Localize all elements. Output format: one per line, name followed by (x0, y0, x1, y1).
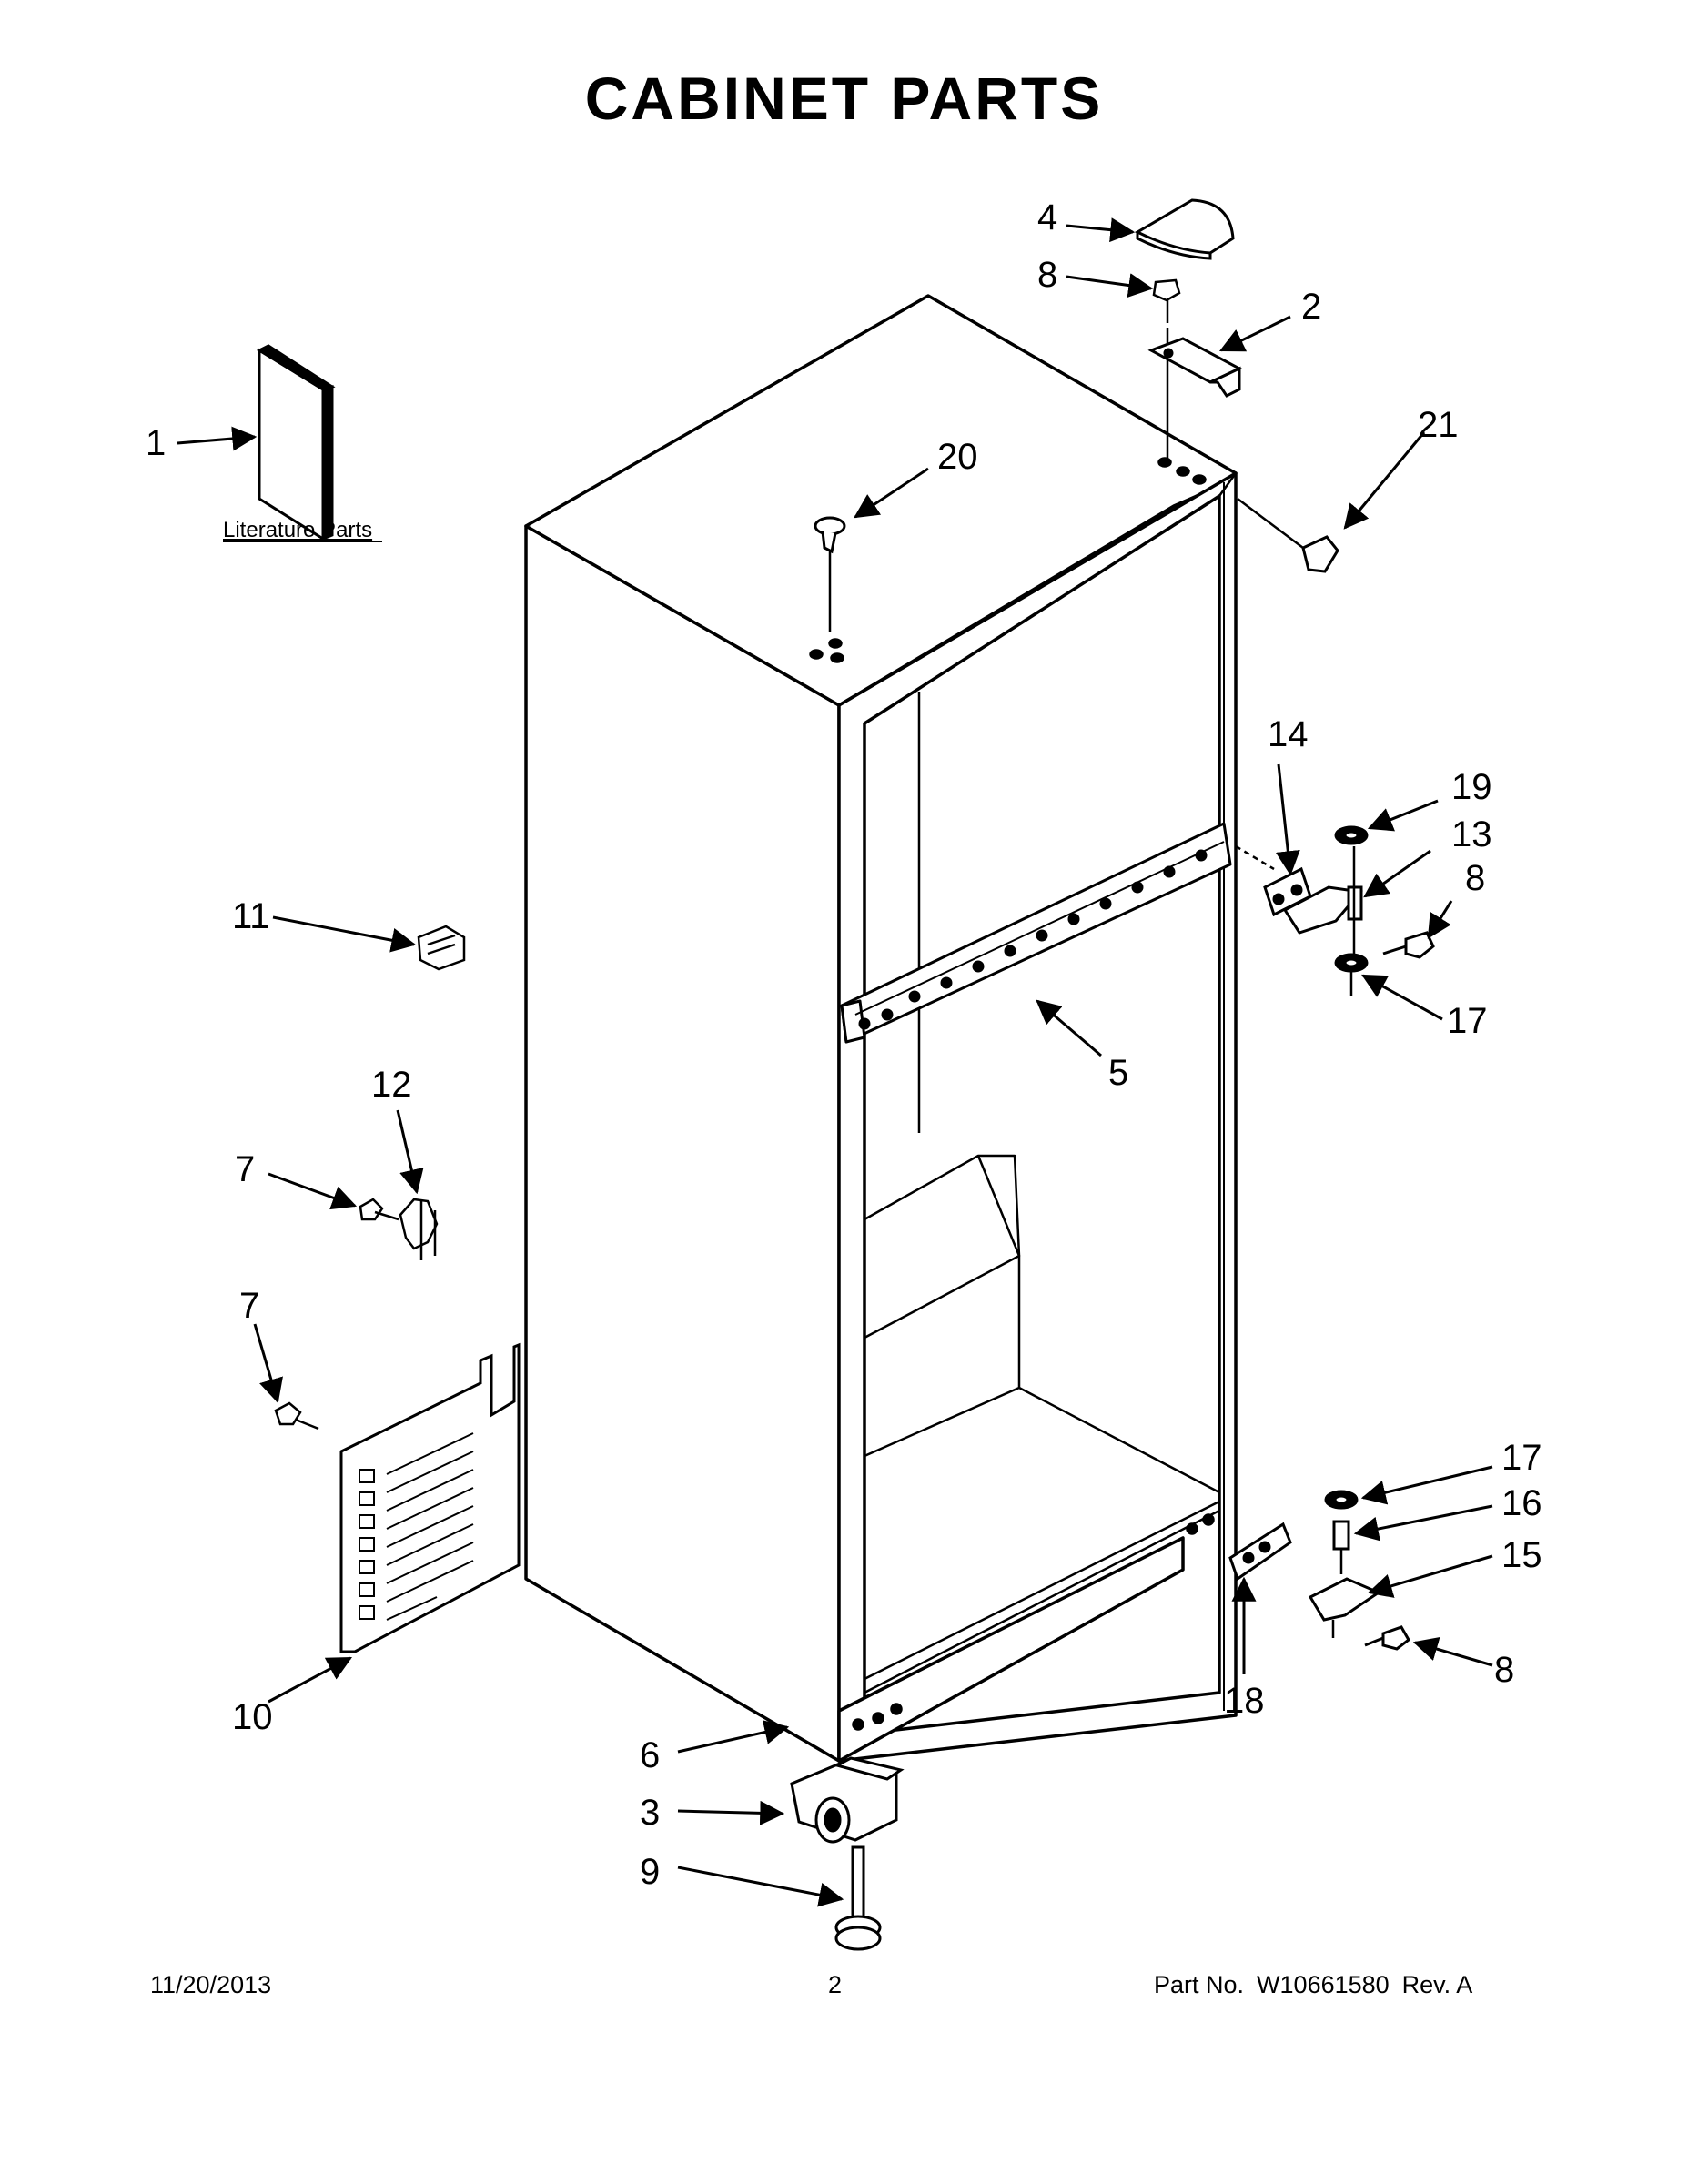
callout-8-bottom: 8 (1494, 1650, 1514, 1690)
callout-7-upper: 7 (235, 1149, 255, 1189)
rear-grille-part (339, 1342, 521, 1653)
callout-12: 12 (371, 1065, 412, 1105)
callout-15: 15 (1501, 1535, 1542, 1575)
callout-17-middle: 17 (1447, 1001, 1488, 1041)
literature-part (256, 344, 336, 541)
callout-3: 3 (640, 1793, 660, 1833)
screw-part-upper (359, 1198, 399, 1221)
roller-assembly-part (790, 1756, 905, 1844)
callout-5: 5 (1108, 1053, 1128, 1093)
clip-part (417, 925, 466, 971)
callout-14: 14 (1268, 714, 1309, 754)
page-title: CABINET PARTS (584, 65, 1104, 132)
callout-numbers: 1 2 3 4 5 6 7 7 8 8 8 9 10 11 12 13 14 1… (146, 197, 1542, 1892)
grille-clip-part (399, 1198, 439, 1260)
literature-parts-label: Literature Parts (223, 518, 372, 542)
callout-9: 9 (640, 1852, 660, 1892)
callout-1: 1 (146, 423, 166, 463)
callout-17-bottom: 17 (1501, 1438, 1542, 1478)
footer-date: 11/20/2013 (150, 1971, 272, 1998)
top-hinge-screw-part (1152, 278, 1181, 464)
callout-16: 16 (1501, 1483, 1542, 1523)
callout-18: 18 (1224, 1681, 1265, 1721)
middle-hinge-group (1235, 825, 1435, 996)
callout-11: 11 (232, 896, 270, 936)
screw-part-lower (274, 1401, 319, 1431)
bottom-hinge-group (1228, 1490, 1410, 1651)
callout-2: 2 (1301, 287, 1321, 327)
divider-mullion-part (840, 822, 1232, 1044)
footer-part-number: Part No. W10661580 Rev. A (1154, 1971, 1485, 1999)
callout-4: 4 (1037, 197, 1057, 238)
part-prefix: Part No. (1154, 1971, 1245, 1998)
callout-19: 19 (1451, 767, 1492, 807)
callout-8-top: 8 (1037, 255, 1057, 295)
callout-6: 6 (640, 1735, 660, 1775)
top-plug-part (814, 516, 846, 632)
hinge-cover-part (1134, 198, 1235, 260)
leveler-part (834, 1845, 882, 1951)
revision: Rev. A (1401, 1971, 1473, 1998)
callout-8-middle: 8 (1465, 858, 1485, 898)
part-number: W10661580 (1257, 1971, 1390, 1998)
callout-21: 21 (1418, 405, 1459, 445)
callout-10: 10 (232, 1697, 273, 1737)
callout-7-lower: 7 (239, 1286, 259, 1326)
hinge-cap-part (1237, 498, 1339, 573)
callout-20: 20 (937, 437, 978, 477)
leader-lines (177, 217, 1493, 1907)
refrigerator-cabinet (524, 294, 1238, 1763)
footer-page-number: 2 (828, 1971, 843, 1998)
callout-13: 13 (1451, 814, 1492, 854)
top-hinge-part (1147, 337, 1243, 398)
